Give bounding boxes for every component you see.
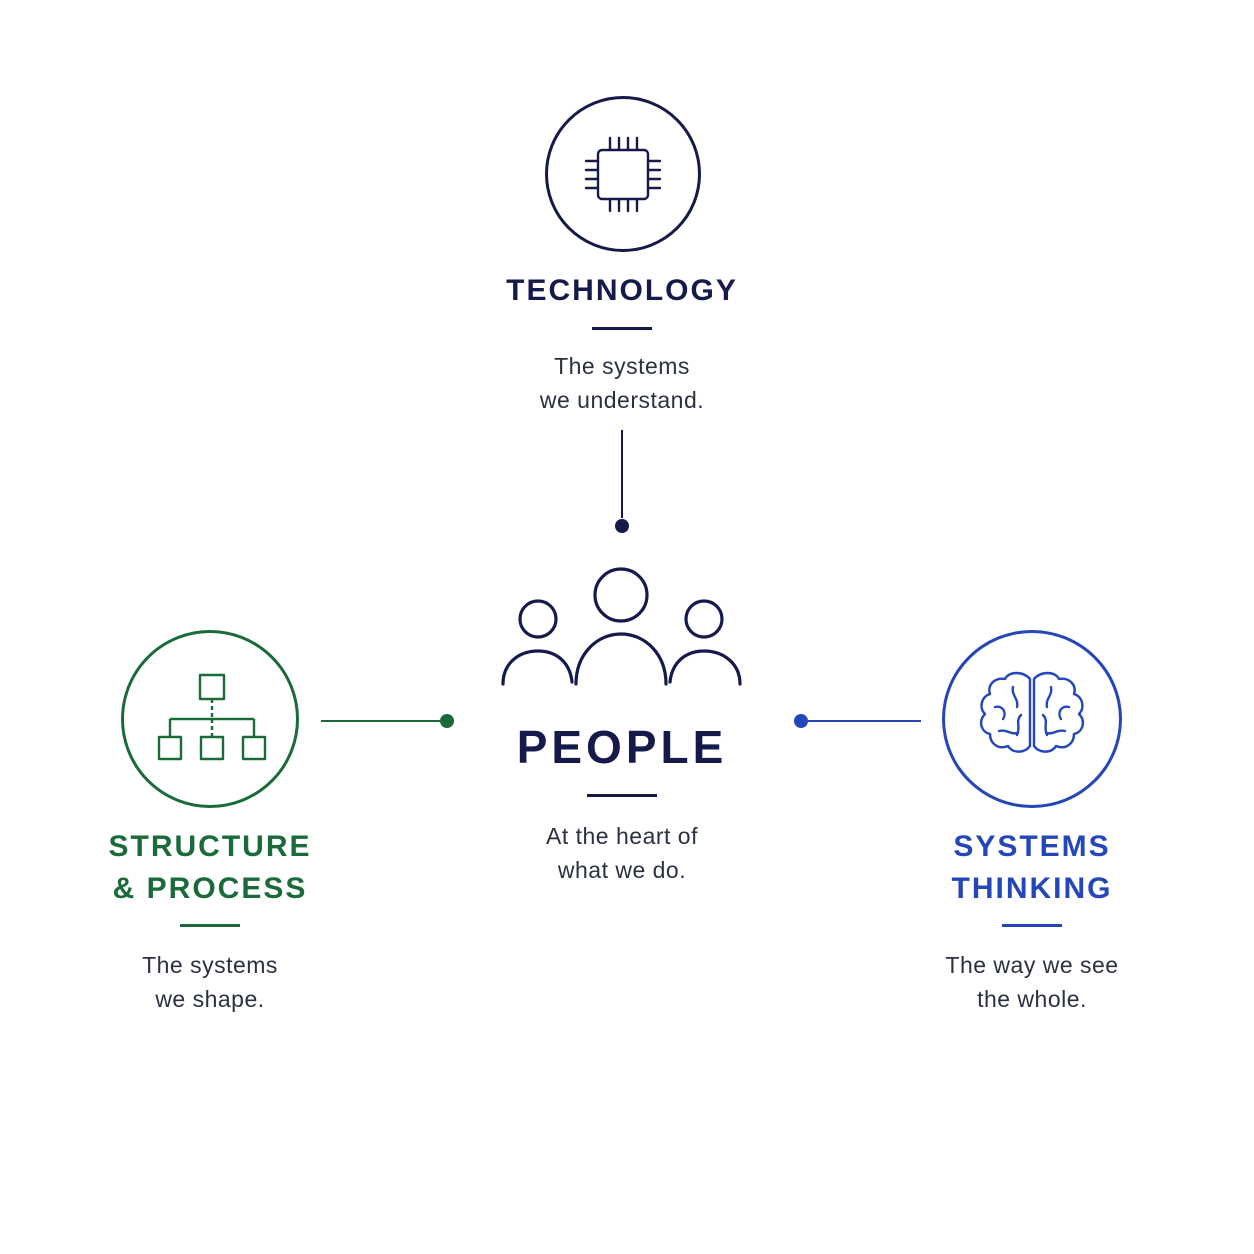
structure-connector-dot: [440, 714, 454, 728]
org-chart-icon: [157, 673, 267, 761]
technology-icon-ring: [545, 96, 701, 252]
systems-thinking-description: The way we see the whole.: [945, 952, 1119, 1012]
systems-icon-ring: [942, 630, 1122, 808]
systems-thinking-title: SYSTEMS THINKING: [951, 830, 1113, 905]
structure-process-description: The systems we shape.: [142, 952, 278, 1012]
structure-icon-ring: [121, 630, 299, 808]
people-title: PEOPLE: [516, 721, 728, 773]
systems-connector-dot: [794, 714, 808, 728]
structure-process-title: STRUCTURE & PROCESS: [108, 830, 312, 905]
systems-thinking-underline: [1002, 924, 1062, 927]
brain-icon: [979, 671, 1085, 753]
microchip-icon: [584, 136, 662, 213]
structure-process-underline: [180, 924, 240, 927]
technology-connector-dot: [615, 519, 629, 533]
people-description: At the heart of what we do.: [546, 823, 698, 883]
technology-description: The systems we understand.: [539, 353, 705, 413]
people-group-icon: [501, 567, 742, 686]
technology-underline: [592, 327, 652, 330]
people-underline: [587, 794, 657, 797]
technology-title: TECHNOLOGY: [506, 274, 738, 307]
